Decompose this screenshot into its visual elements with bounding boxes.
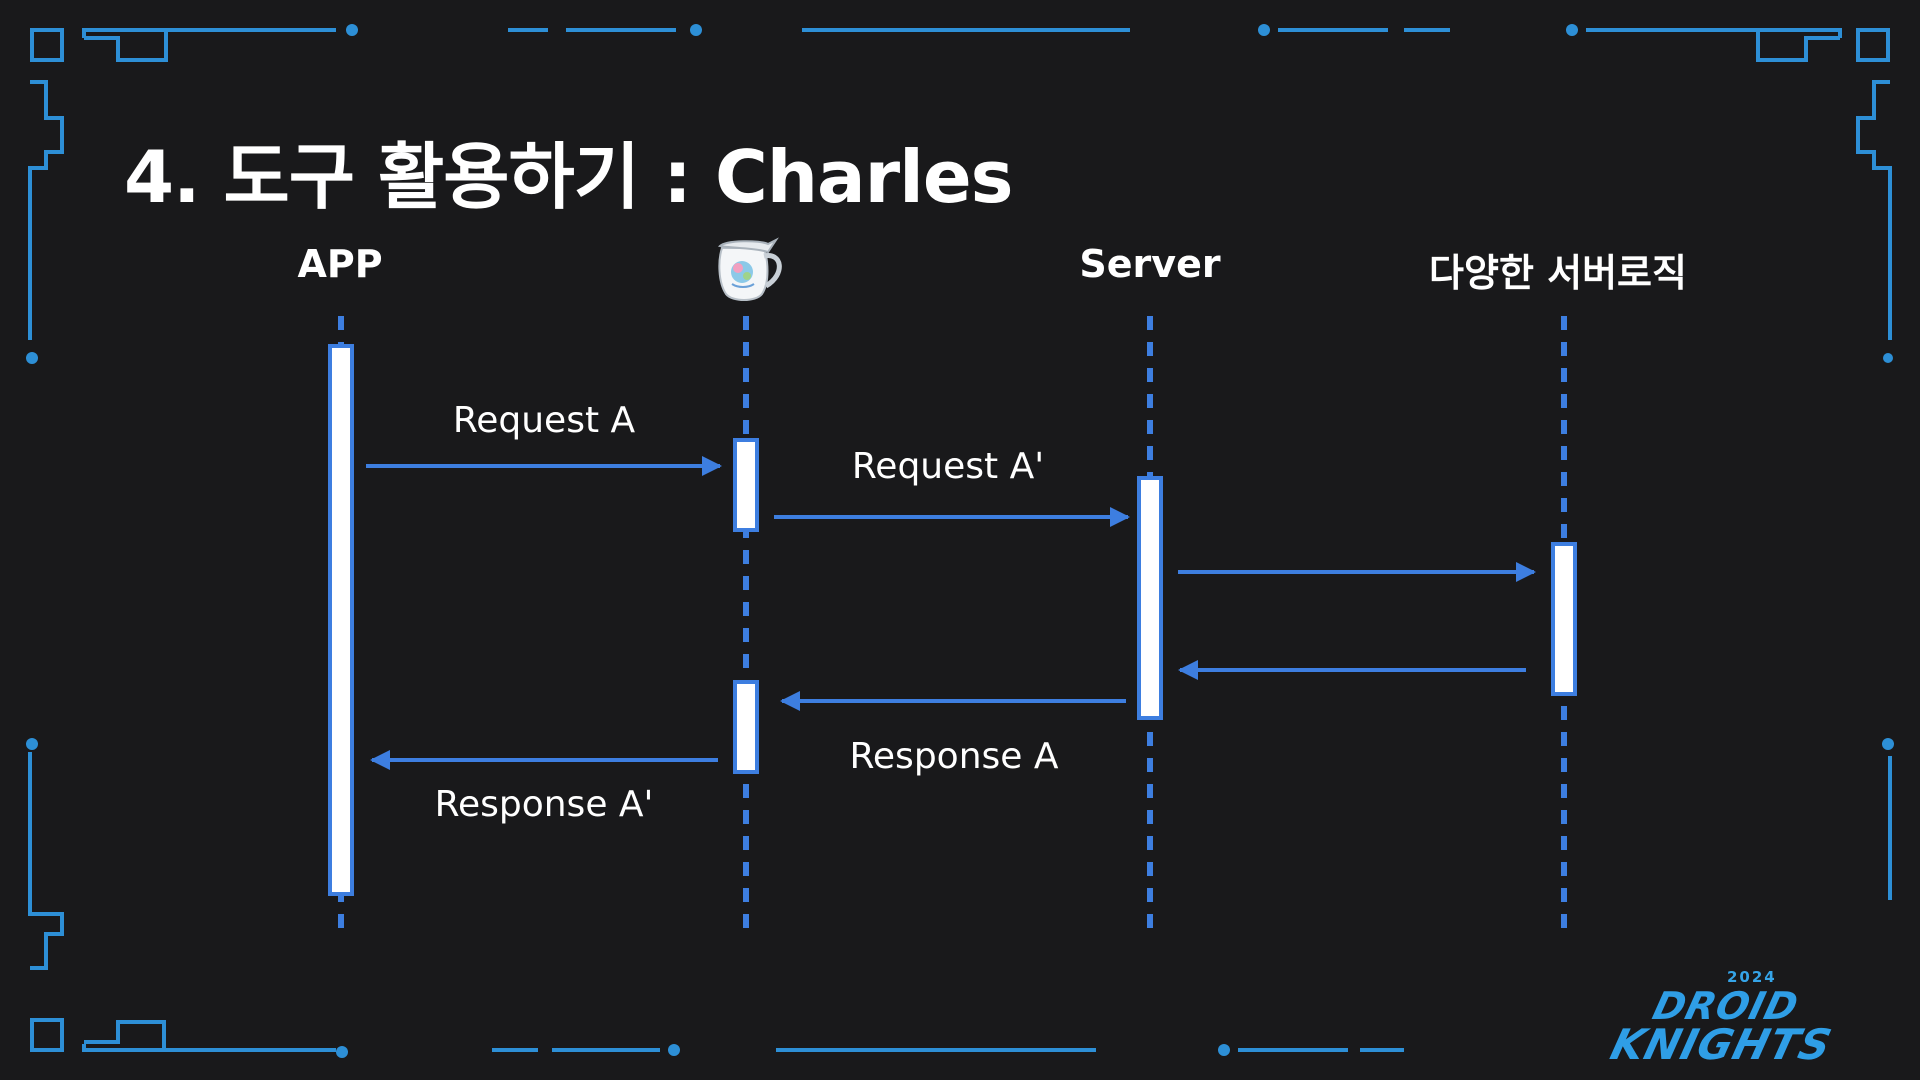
message-label-request-a-prime: Request A' [851, 446, 1045, 487]
lane-label-server-logic: 다양한 서버로직 [1429, 251, 1687, 295]
activation-server-logic [1551, 542, 1577, 696]
activation-app [328, 344, 354, 896]
charles-jug-icon [717, 237, 782, 301]
message-label-response-a-prime: Response A' [434, 784, 654, 825]
activation-server [1137, 476, 1163, 720]
activation-charles-response [733, 680, 759, 774]
message-label-response-a: Response A [849, 736, 1059, 777]
message-label-request-a: Request A [452, 400, 636, 441]
logo-line2: KNIGHTS [1605, 1020, 1837, 1069]
lane-label-app: APP [297, 242, 383, 286]
lane-label-server: Server [1079, 242, 1221, 286]
slide-title: 4. 도구 활용하기 : Charles [124, 135, 1014, 219]
logo-year: 2024 [1727, 968, 1777, 986]
activation-charles-request [733, 438, 759, 532]
droidknights-logo: 2024 DROID KNIGHTS [1606, 968, 1896, 1069]
